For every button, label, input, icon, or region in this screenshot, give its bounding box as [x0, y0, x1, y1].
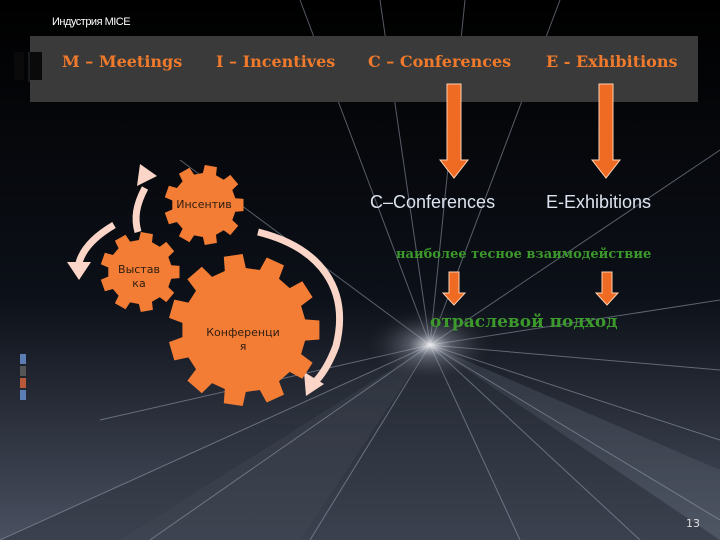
slide-title: Индустрия MICE — [52, 16, 131, 28]
down-arrow-icon — [590, 83, 622, 179]
gear-icon — [164, 165, 244, 245]
term-conferences: C – Conferences — [368, 52, 512, 71]
page-number: 13 — [686, 517, 700, 530]
curved-arrow-icon — [257, 228, 343, 396]
gear-label-incentive: Инсентив — [176, 198, 232, 211]
deco-square — [20, 390, 26, 400]
deco-square — [20, 366, 26, 376]
deco-bar-front — [14, 52, 24, 80]
down-arrow-icon — [438, 83, 470, 179]
term-incentives: I – Incentives — [216, 52, 336, 71]
gear-shape — [169, 254, 320, 406]
gear-shape — [164, 165, 244, 245]
header-banner — [30, 36, 698, 102]
deco-square — [20, 378, 26, 388]
curved-arrow-icon — [132, 164, 157, 233]
gear-shape — [100, 232, 180, 312]
gear-icon — [169, 254, 320, 406]
approach-text: отраслевой подход — [430, 312, 618, 332]
exhibitions-label: E-Exhibitions — [546, 192, 652, 212]
deco-bar-front — [30, 52, 42, 80]
gear-label-exhibition: Выстав ка — [118, 263, 160, 290]
conferences-label: C–Conferences — [370, 192, 496, 212]
term-exhibitions: E - Exhibitions — [546, 52, 678, 71]
gear-icon — [100, 232, 180, 312]
down-arrow-icon — [594, 271, 620, 306]
deco-square — [20, 354, 26, 364]
curved-arrow-icon — [67, 221, 116, 280]
gear-label-conference: Конференци я — [206, 326, 280, 353]
interaction-text: наиболее тесное взаимодействие — [396, 247, 652, 262]
down-arrow-icon — [441, 271, 467, 306]
term-meetings: M – Meetings — [62, 52, 183, 71]
